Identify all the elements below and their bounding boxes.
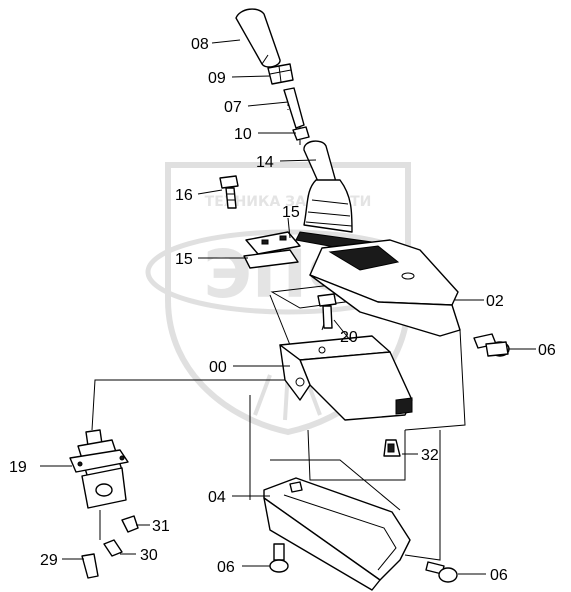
part-04-lower-cover — [263, 477, 411, 591]
part-31-fitting — [121, 515, 139, 533]
part-15-bracket-lower — [243, 249, 299, 269]
part-00-main-bracket — [279, 335, 413, 421]
part-06-bolt-bottom-right — [425, 561, 458, 583]
part-07-rod — [283, 87, 305, 129]
part-32-clip — [383, 439, 401, 457]
callout-16: 16 — [175, 187, 193, 204]
callout-labels: 08 09 07 10 14 16 15 15 02 20 06 00 19 3… — [9, 36, 556, 584]
part-02-upper-cover — [309, 239, 461, 337]
part-20-bolt — [317, 293, 337, 329]
part-10-nut — [292, 126, 310, 141]
callout-15-lower: 15 — [175, 251, 193, 268]
callout-29: 29 — [40, 552, 58, 569]
callout-15-upper: 15 — [282, 204, 300, 221]
callout-31: 31 — [152, 518, 170, 535]
part-09-lock-nut — [267, 63, 294, 85]
callout-02: 02 — [486, 293, 504, 310]
callout-00: 00 — [209, 359, 227, 376]
part-08-lever-knob — [235, 8, 281, 68]
leader-lines — [40, 39, 536, 575]
callout-09: 09 — [208, 70, 226, 87]
callout-06-bottom-right: 06 — [490, 567, 508, 584]
callout-04: 04 — [208, 489, 226, 506]
part-15-bracket-upper — [245, 231, 301, 255]
callout-14: 14 — [256, 154, 274, 171]
part-19-control-valve — [69, 429, 129, 509]
callout-06-right: 06 — [538, 342, 556, 359]
callout-10: 10 — [234, 126, 252, 143]
callout-08: 08 — [191, 36, 209, 53]
part-29-fitting — [81, 553, 99, 579]
callout-06-bottom-left: 06 — [217, 559, 235, 576]
part-30-elbow-fitting — [103, 539, 123, 557]
callout-20: 20 — [340, 329, 358, 346]
part-06-bolt-right — [473, 333, 510, 357]
callout-32: 32 — [421, 447, 439, 464]
part-16-bolt — [219, 175, 239, 209]
callout-19: 19 — [9, 459, 27, 476]
part-06-bolt-bottom-left — [269, 543, 289, 573]
callout-30: 30 — [140, 547, 158, 564]
callout-07: 07 — [224, 99, 242, 116]
